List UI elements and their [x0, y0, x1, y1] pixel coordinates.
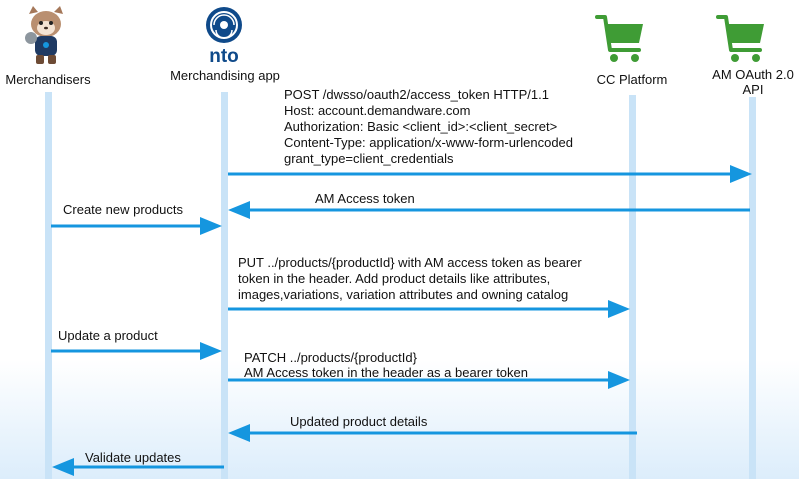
- participant-merchandising-app: nto Merchandising app: [170, 7, 280, 83]
- message-label: PUT ../products/{productId} with AM acce…: [238, 255, 582, 270]
- lifeline-cc-platform: [629, 95, 636, 479]
- shopping-cart-icon: [716, 15, 764, 62]
- message-validate-updates: Validate updates: [52, 450, 224, 476]
- arrowhead-right: [200, 217, 222, 235]
- participant-label-am-oauth-api-line1: AM OAuth 2.0: [712, 67, 794, 82]
- message-token-response: AM Access token: [228, 191, 750, 219]
- message-label: POST /dwsso/oauth2/access_token HTTP/1.1: [284, 87, 549, 102]
- participant-cc-platform: CC Platform: [595, 15, 668, 87]
- message-label: AM Access token in the header as a beare…: [244, 365, 528, 380]
- lifeline-am-oauth-api: [749, 97, 756, 479]
- participant-am-oauth-api: AM OAuth 2.0 API: [712, 15, 794, 97]
- arrowhead-left: [228, 201, 250, 219]
- participant-label-merchandising-app: Merchandising app: [170, 68, 280, 83]
- participant-label-cc-platform: CC Platform: [597, 72, 668, 87]
- message-put-product: PUT ../products/{productId} with AM acce…: [228, 255, 630, 318]
- message-label: Update a product: [58, 328, 158, 343]
- arrowhead-right: [730, 165, 752, 183]
- nto-logo-icon: [206, 7, 242, 43]
- lifeline-merchandisers: [45, 92, 52, 479]
- message-label: Authorization: Basic <client_id>:<client…: [284, 119, 557, 134]
- message-label: PATCH ../products/{productId}: [244, 350, 418, 365]
- message-token-request: POST /dwsso/oauth2/access_token HTTP/1.1…: [228, 87, 752, 183]
- message-label: AM Access token: [315, 191, 415, 206]
- lifelines: [45, 92, 756, 479]
- arrowhead-right: [608, 300, 630, 318]
- message-label: Host: account.demandware.com: [284, 103, 470, 118]
- message-label: Updated product details: [290, 414, 428, 429]
- participant-merchandisers: Merchandisers: [5, 6, 91, 87]
- message-label: Content-Type: application/x-www-form-url…: [284, 135, 573, 150]
- arrowhead-left: [52, 458, 74, 476]
- message-updated-details: Updated product details: [228, 414, 637, 442]
- astro-mascot-icon: [25, 6, 63, 64]
- participant-label-merchandisers: Merchandisers: [5, 72, 91, 87]
- message-patch-product: PATCH ../products/{productId} AM Access …: [228, 350, 630, 389]
- message-label: Validate updates: [85, 450, 181, 465]
- message-label: Create new products: [63, 202, 183, 217]
- nto-logo-text: nto: [209, 46, 239, 67]
- message-label: token in the header. Add product details…: [238, 271, 550, 286]
- arrowhead-right: [200, 342, 222, 360]
- message-update-product: Update a product: [51, 328, 222, 360]
- message-create-products: Create new products: [51, 202, 222, 235]
- arrowhead-left: [228, 424, 250, 442]
- participant-label-am-oauth-api-line2: API: [743, 82, 764, 97]
- shopping-cart-icon: [595, 15, 643, 62]
- message-label: images,variations, variation attributes …: [238, 287, 568, 302]
- message-label: grant_type=client_credentials: [284, 151, 454, 166]
- lifeline-merchandising-app: [221, 92, 228, 479]
- arrowhead-right: [608, 371, 630, 389]
